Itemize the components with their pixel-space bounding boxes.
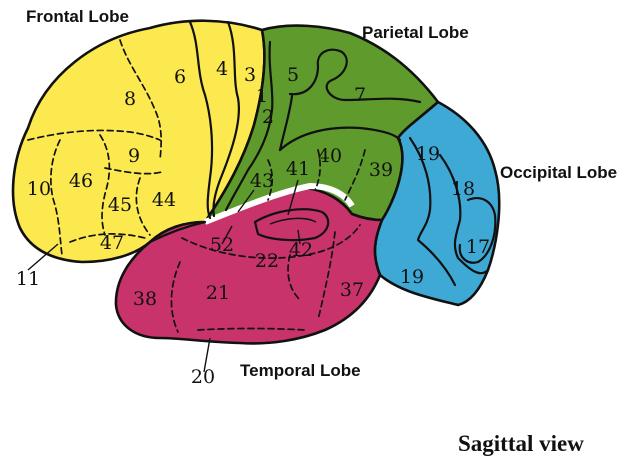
area-label-41: 41 — [286, 158, 310, 180]
area-label-7: 7 — [354, 84, 366, 106]
area-label-9: 9 — [128, 145, 140, 167]
area-label-19-lower: 19 — [400, 266, 424, 288]
area-label-52: 52 — [210, 234, 234, 256]
area-label-46: 46 — [69, 170, 93, 192]
temporal-lobe-label: Temporal Lobe — [240, 361, 361, 380]
area-label-6: 6 — [174, 66, 186, 88]
area-label-19-upper: 19 — [416, 143, 440, 165]
area-label-1: 1 — [256, 85, 268, 107]
area-label-3: 3 — [244, 64, 256, 86]
area-label-5: 5 — [287, 64, 299, 86]
area-label-20: 20 — [191, 366, 215, 388]
area-label-21: 21 — [206, 282, 230, 304]
area-label-4: 4 — [216, 58, 228, 80]
area-label-22: 22 — [255, 250, 279, 272]
area-label-10: 10 — [27, 178, 51, 200]
area-label-2: 2 — [262, 106, 274, 128]
area-label-40: 40 — [318, 145, 342, 167]
area-label-38: 38 — [133, 288, 157, 310]
area-label-8: 8 — [124, 88, 136, 110]
view-title: Sagittal view — [458, 431, 584, 456]
area-label-37: 37 — [340, 279, 364, 301]
area-label-45: 45 — [108, 194, 132, 216]
parietal-lobe-label: Parietal Lobe — [362, 23, 469, 42]
area-label-44: 44 — [152, 189, 176, 211]
area-label-39: 39 — [369, 159, 393, 181]
area-label-17: 17 — [466, 236, 490, 258]
area-label-11: 11 — [16, 268, 40, 290]
occipital-lobe-label: Occipital Lobe — [500, 163, 617, 182]
area-label-42: 42 — [289, 239, 313, 261]
area-label-43: 43 — [250, 170, 274, 192]
area-label-47: 47 — [100, 232, 124, 254]
area-label-18: 18 — [451, 178, 475, 200]
frontal-lobe-label: Frontal Lobe — [26, 7, 129, 26]
